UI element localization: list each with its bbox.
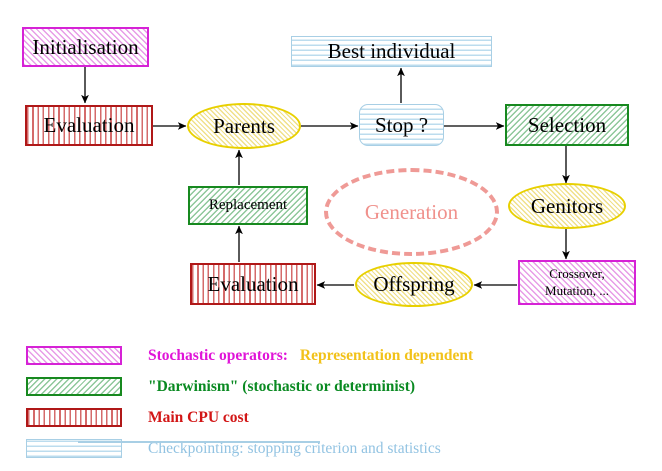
legend-label-main-cpu-cost: Main CPU cost [148, 408, 249, 426]
node-parents[interactable]: Parents [187, 103, 301, 149]
legend-label-stochastic-operators: Stochastic operators: [148, 346, 288, 364]
red-vertical-hatch-swatch-icon [26, 408, 122, 427]
node-evaluation-bottom[interactable]: Evaluation [190, 263, 316, 305]
node-offspring[interactable]: Offspring [355, 262, 473, 307]
green-diagonal-hatch-swatch-icon [26, 377, 122, 396]
legend-row-darwinism: "Darwinism" (stochastic or determinist) [26, 377, 415, 396]
node-initialisation[interactable]: Initialisation [22, 27, 149, 67]
legend: Stochastic operators: Representation dep… [0, 336, 662, 458]
node-replacement[interactable]: Replacement [188, 186, 308, 225]
legend-row-checkpointing: Checkpointing: stopping criterion and st… [26, 439, 441, 458]
legend-row-stochastic-operators: Stochastic operators: Representation dep… [26, 346, 473, 365]
node-stop-check[interactable]: Stop ? [359, 104, 444, 146]
node-evaluation-top[interactable]: Evaluation [25, 105, 153, 146]
node-genitors[interactable]: Genitors [508, 183, 626, 229]
legend-label-darwinism: "Darwinism" (stochastic or determinist) [148, 377, 416, 395]
legend-row-main-cpu-cost: Main CPU cost [26, 408, 249, 427]
node-best-individual[interactable]: Best individual [291, 36, 492, 67]
legend-label-checkpointing: Checkpointing: stopping criterion and st… [148, 439, 441, 457]
magenta-diagonal-hatch-swatch-icon [26, 346, 122, 365]
bottom-divider [78, 441, 320, 443]
legend-label-representation-dependent: Representation dependent [299, 346, 474, 364]
node-selection[interactable]: Selection [505, 104, 629, 146]
blue-horizontal-hatch-swatch-icon [26, 439, 122, 458]
node-generation-loop: Generation [324, 168, 499, 256]
node-crossover-mutation[interactable]: Crossover, Mutation, ... [518, 260, 636, 305]
